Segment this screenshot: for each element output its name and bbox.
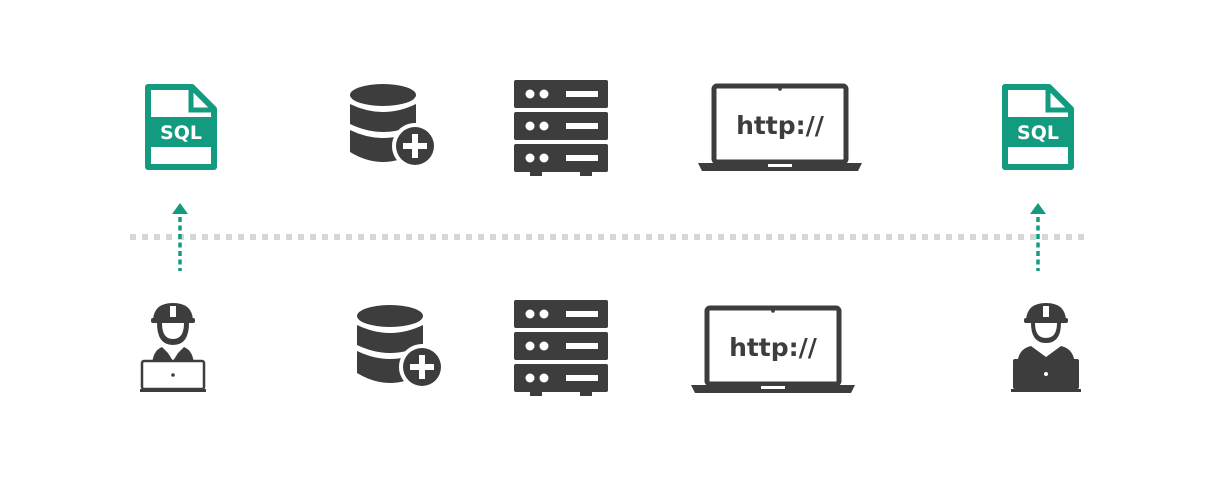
laptop-icon-bottom: http:// bbox=[691, 305, 855, 393]
divider-line bbox=[130, 234, 1085, 240]
arrow-up-icon-left bbox=[170, 203, 190, 271]
sql-file-icon-right: SQL bbox=[1002, 84, 1074, 170]
arrow-up-icon-right bbox=[1028, 203, 1048, 271]
sql-file-label-left: SQL bbox=[160, 122, 202, 144]
server-rack-icon-top bbox=[514, 80, 608, 176]
url-text-top: http:// bbox=[736, 111, 825, 140]
engineer-laptop-icon-left bbox=[140, 301, 206, 393]
engineer-laptop-icon-right bbox=[1011, 301, 1081, 393]
laptop-icon-top: http:// bbox=[698, 83, 862, 171]
database-add-icon-bottom bbox=[355, 303, 445, 391]
url-text-bottom: http:// bbox=[729, 333, 818, 362]
sql-file-label-right: SQL bbox=[1017, 122, 1059, 144]
server-rack-icon-bottom bbox=[514, 300, 608, 396]
sql-file-icon-left: SQL bbox=[145, 84, 217, 170]
database-add-icon-top bbox=[348, 82, 438, 170]
